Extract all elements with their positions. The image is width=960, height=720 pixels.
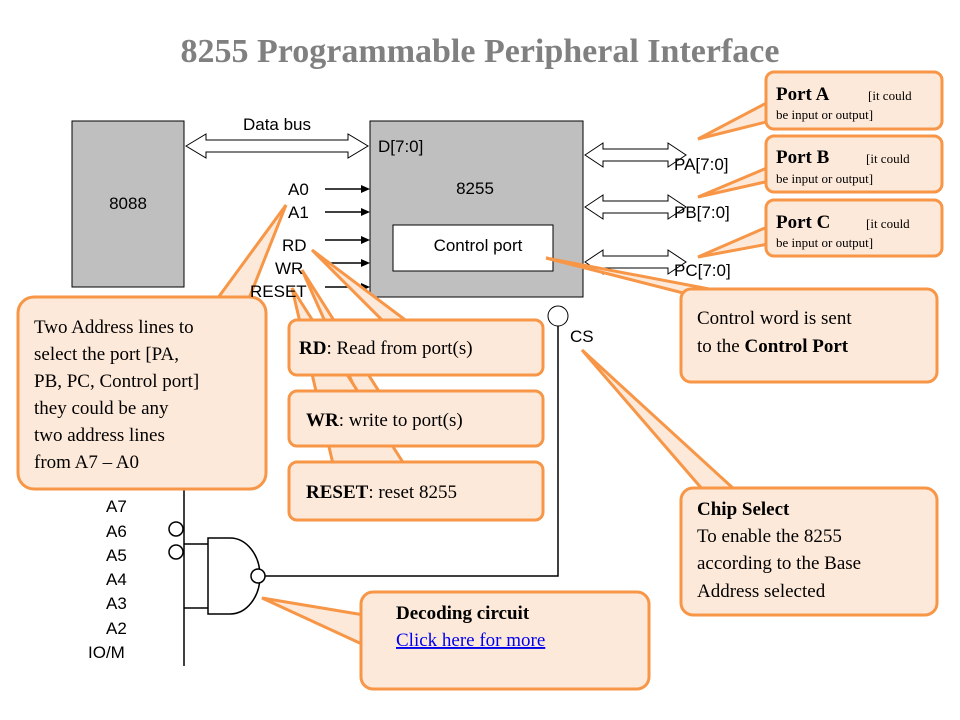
cs-wire — [265, 326, 559, 577]
address-line-a5: A5 — [106, 546, 127, 565]
pb-bus-arrow — [584, 194, 687, 220]
port-b-callout: Port B [it could be input or output] — [697, 134, 944, 199]
control-word-line-1: Control word is sent — [697, 308, 852, 329]
control-word-callout: Control word is sent to the Control Port — [545, 256, 939, 384]
address-callout-line-6: from A7 – A0 — [34, 452, 139, 473]
a5-invert-bubble — [168, 544, 184, 560]
decoding-more-link[interactable]: Click here for more — [396, 630, 545, 651]
address-callout-line-1: Two Address lines to — [34, 317, 194, 338]
address-lines-callout: Two Address lines to select the port [PA… — [16, 204, 288, 491]
port-a-callout: Port A [it could be input or output] — [697, 70, 944, 141]
pb-label: PB[7:0] — [674, 203, 730, 222]
reset-callout — [287, 460, 545, 522]
control-port-box — [392, 224, 554, 272]
rd-callout-text: RD: Read from port(s) — [299, 338, 473, 359]
address-line-a7: A7 — [106, 497, 127, 516]
cpu-8088-block — [71, 120, 185, 288]
control-port-label: Control port — [434, 236, 523, 255]
address-line-a6: A6 — [106, 522, 127, 541]
wr-callout — [287, 389, 545, 448]
reset-pin-label: RESET — [250, 282, 307, 301]
a1-pin-label: A1 — [288, 203, 309, 222]
d-bus-label: D[7:0] — [378, 137, 423, 156]
port-c-note-2: be input or output] — [776, 235, 873, 250]
address-line-a4: A4 — [106, 570, 127, 589]
control-word-line-2: to the Control Port — [697, 336, 849, 357]
port-b-name: Port B — [776, 147, 830, 168]
rd-pin-label: RD — [282, 236, 307, 255]
chip-select-line-1: To enable the 8255 — [697, 526, 842, 547]
port-c-name: Port C — [776, 212, 830, 233]
address-callout-line-2: select the port [PA, — [34, 344, 179, 365]
data-bus-arrow — [185, 133, 369, 159]
port-c-note-1: [it could — [866, 216, 910, 231]
port-b-note-1: [it could — [866, 151, 910, 166]
address-line-io-m: IO/M — [88, 643, 125, 662]
pa-label: PA[7:0] — [674, 155, 729, 174]
a0-pin-label: A0 — [288, 180, 309, 199]
cpu-8088-label: 8088 — [109, 194, 147, 213]
decoding-callout: Decoding circuit — [261, 590, 651, 691]
data-bus-label: Data bus — [243, 115, 311, 134]
address-line-a3: A3 — [106, 594, 127, 613]
address-callout-line-3: PB, PC, Control port] — [34, 371, 199, 392]
port-c-callout: Port C [it could be input or output] — [697, 198, 944, 259]
cs-bubble — [547, 305, 569, 327]
pa-bus-arrow — [584, 142, 687, 168]
ppi-8255-label: 8255 — [456, 179, 494, 198]
chip-select-line-3: Address selected — [697, 581, 826, 602]
wr-callout-text: WR: write to port(s) — [306, 410, 463, 431]
chip-select-heading: Chip Select — [697, 499, 790, 520]
port-a-note-2: be input or output] — [776, 107, 873, 122]
address-line-a2: A2 — [106, 619, 127, 638]
port-a-note-1: [it could — [868, 88, 912, 103]
address-line-labels: A7 A6 A5 A4 A3 A2 IO/M — [88, 497, 127, 662]
port-b-note-2: be input or output] — [776, 171, 873, 186]
wr-pin-label: WR — [275, 259, 303, 278]
nand-gate — [184, 537, 266, 615]
chip-select-callout: Chip Select To enable the 8255 according… — [580, 348, 939, 617]
address-callout-line-5: two address lines — [34, 425, 165, 446]
page-title: 8255 Programmable Peripheral Interface — [181, 33, 780, 70]
a6-invert-bubble — [168, 521, 184, 537]
decoding-heading: Decoding circuit — [396, 603, 530, 624]
address-callout-line-4: they could be any — [34, 398, 169, 419]
chip-select-line-2: according to the Base — [697, 553, 861, 574]
pc-label: PC[7:0] — [674, 261, 731, 280]
reset-callout-text: RESET: reset 8255 — [306, 482, 457, 503]
rd-callout — [287, 318, 545, 377]
cs-label: CS — [570, 327, 594, 346]
port-a-name: Port A — [776, 84, 830, 105]
